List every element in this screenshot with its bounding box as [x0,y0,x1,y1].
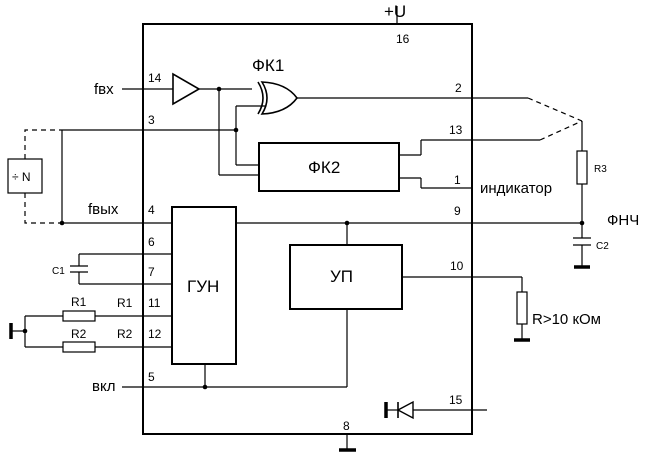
selector-switch [527,97,583,122]
pin-7: 7 [148,265,155,279]
fin-label: fвх [94,81,114,98]
pin-6: 6 [148,235,155,249]
divider-label: ÷ N [12,170,31,184]
amp-label: УП [330,267,353,286]
indicator-label: индикатор [480,180,552,197]
zener-diode [396,400,414,420]
pin-10: 10 [450,259,464,273]
pin-16: 16 [396,32,410,46]
vco-block [171,206,237,365]
fout-label: fвых [88,201,119,218]
pin-4: 4 [148,203,155,217]
r1-label: R1 [71,295,87,309]
input-buffer [172,72,201,106]
resistor-r1 [62,310,96,322]
enable-label: вкл [92,378,115,395]
resistor-r2 [62,341,96,353]
load-resistor [516,291,528,325]
c2-label: C2 [596,241,609,252]
pin-9: 9 [454,204,461,218]
pin-11: 11 [148,296,161,310]
pc2-label: ФК2 [308,158,340,177]
pin-12: 12 [148,327,162,341]
pin-3: 3 [148,113,155,127]
pin-1: 1 [454,173,461,187]
resistor-r3 [576,150,588,185]
pin-5: 5 [148,370,155,384]
pin-15: 15 [449,393,463,407]
r2-label: R2 [71,327,87,341]
pin-14: 14 [148,71,162,85]
pin-2: 2 [455,81,462,95]
xor-gate-pc1 [257,81,298,115]
r3-label: R3 [594,164,607,175]
pin-8: 8 [343,419,350,433]
lpf-label: ФНЧ [607,212,639,229]
amp-block [289,244,403,310]
r1-pin-label: R1 [117,296,133,310]
vco-label: ГУН [187,277,219,296]
chip-outline [142,23,473,435]
r2-pin-label: R2 [117,327,133,341]
pc1-label: ФК1 [252,56,284,75]
load-label: R>10 кОм [532,311,601,328]
frequency-divider [7,158,43,194]
pin-13: 13 [449,123,463,137]
supply-label: +U [384,2,406,21]
pc2-block [258,142,400,192]
c1-label: C1 [52,266,65,277]
